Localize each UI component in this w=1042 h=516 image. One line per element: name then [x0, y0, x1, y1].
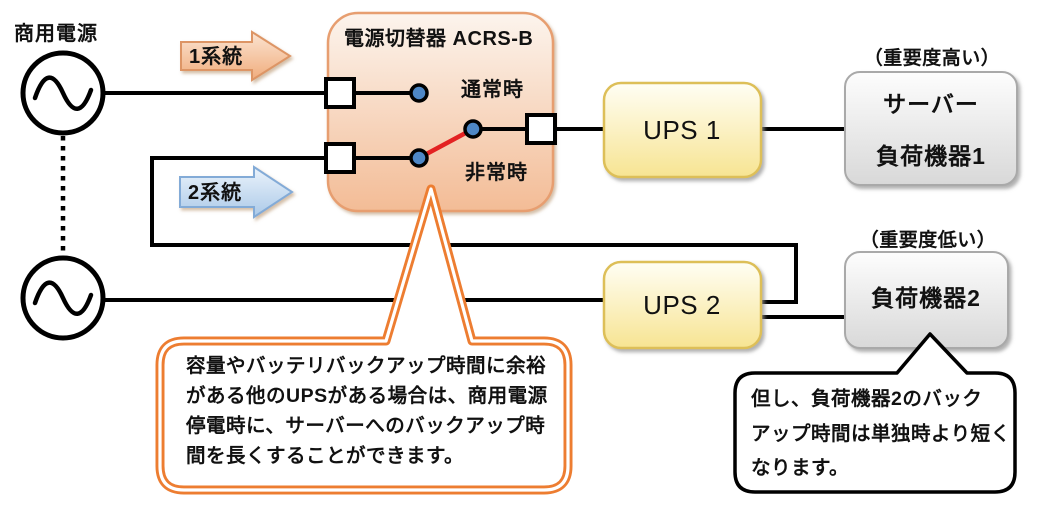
power-switcher-box: 電源切替器 ACRS-B: [326, 11, 555, 213]
note-load2-line-2: アップ時間は単独時より短く: [751, 422, 1011, 445]
contact-emergency-dot: [409, 148, 429, 168]
wire-ups2-feedback-to-input2: [150, 156, 798, 304]
wires: [60, 91, 846, 319]
contact-common-dot: [463, 119, 483, 139]
note-load2-line-3: なります。: [751, 457, 849, 479]
switcher-emergency-label: 非常時: [465, 160, 528, 184]
note-main-line-2: がある他のUPSがある場合は、商用電源: [186, 384, 548, 407]
terminal-input1: [324, 77, 356, 109]
commercial-power-label: 商用電源: [14, 22, 98, 45]
note-main-line-4: 間を長くすることができます。: [186, 444, 464, 467]
terminal-input2: [324, 142, 356, 174]
ac-source-2-icon: [20, 255, 106, 341]
switcher-title: 電源切替器 ACRS-B: [344, 26, 533, 50]
ups1-box: UPS 1: [602, 81, 763, 179]
line1-arrow-icon: [180, 30, 292, 82]
ups1-body: [602, 81, 763, 179]
switch-blade-emergency: [416, 126, 476, 161]
ac-source-1-icon: [20, 50, 106, 136]
ac-source-1-sine: [32, 75, 94, 111]
load2-name: 負荷機器2: [871, 285, 981, 311]
load1-importance-label: （重要度高い）: [864, 46, 1001, 69]
contact-normal-dot: [409, 83, 429, 103]
system-arrows: 1系統 2系統: [179, 30, 294, 219]
load2-box: （重要度低い） 負荷機器2: [844, 228, 1009, 349]
commercial-power-sources: 商用電源: [14, 22, 106, 341]
ups2-box: UPS 2: [602, 260, 763, 350]
ups2-label: UPS 2: [643, 290, 721, 320]
switcher-internals: 通常時 非常時: [324, 77, 557, 184]
note-load2-outline: [733, 332, 1017, 494]
note-main-outline-inner-gap: [158, 187, 570, 492]
line2-arrow-icon: [179, 165, 294, 219]
note-main-bubble: 容量やバッテリバックアップ時間に余裕 がある他のUPSがある場合は、商用電源 停…: [155, 184, 573, 495]
load1-name-line1: サーバー: [883, 91, 979, 117]
line1-label: 1系統: [189, 44, 243, 68]
load2-importance-label: （重要度低い）: [860, 228, 997, 251]
note-main-line-1: 容量やバッテリバックアップ時間に余裕: [186, 354, 546, 377]
line2-label: 2系統: [188, 180, 242, 204]
load1-body: [844, 71, 1018, 186]
note-main-line-3: 停電時に、サーバーへのバックアップ時: [185, 414, 545, 437]
ac-source-2-sine: [32, 280, 94, 316]
terminal-output: [525, 113, 557, 145]
note-load2-bubble: 但し、負荷機器2のバック アップ時間は単独時より短く なります。: [733, 332, 1017, 494]
load1-name-line2: 負荷機器1: [876, 143, 986, 169]
note-load2-line-1: 但し、負荷機器2のバック: [751, 387, 982, 410]
switcher-normal-label: 通常時: [461, 77, 524, 101]
load1-box: （重要度高い） サーバー 負荷機器1: [844, 46, 1018, 186]
ups1-label: UPS 1: [643, 115, 721, 145]
ups2-body: [602, 260, 763, 350]
